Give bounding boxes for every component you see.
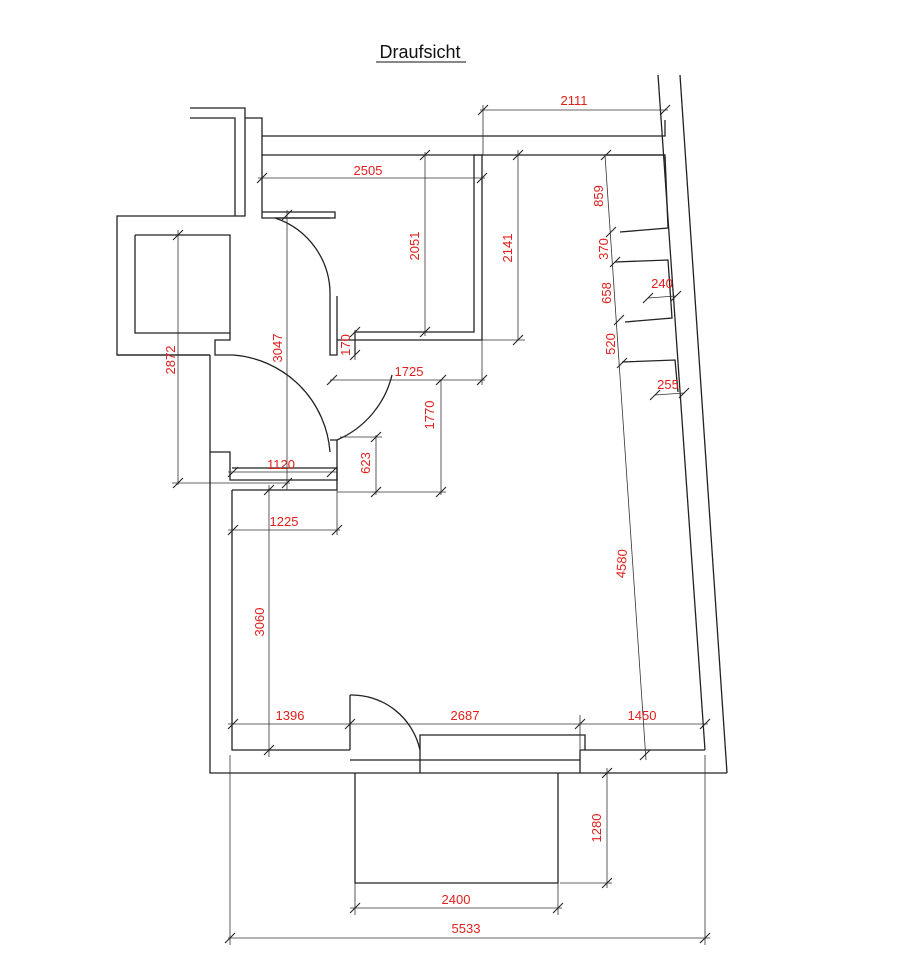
dim-1280: 1280 [589,814,604,843]
balcony [354,773,559,884]
dim-2687: 2687 [451,708,480,723]
wall-left-room-box [134,235,230,334]
dimension-labels: 2111 2505 2051 2141 859 370 240 658 520 … [163,93,679,936]
dim-658: 658 [599,282,614,304]
wall-window-sill [419,734,586,750]
dim-2141: 2141 [500,234,515,263]
dim-2051: 2051 [407,232,422,261]
recess-1 [605,154,669,233]
recess-3 [621,359,679,393]
dim-859: 859 [591,185,606,207]
wall-right-inner-slant [657,74,706,751]
wall-inner-left-lower [231,490,350,751]
dim-2505: 2505 [354,163,383,178]
dim-2111: 2111 [561,93,588,108]
dim-255: 255 [657,377,679,392]
wall-left-room-inner [135,234,233,356]
dim-2400: 2400 [442,892,471,907]
wall-door-jamb [329,296,338,356]
wall-stub-top [190,117,236,216]
dim-1120: 1120 [267,457,295,472]
wall-right-outer-slant [679,74,728,774]
door-swing-left [232,354,331,453]
dim-520: 520 [603,333,618,355]
walls [116,74,728,884]
wall-outer-left-lower [209,452,350,774]
dimension-lines [172,104,711,945]
dim-2872: 2872 [163,346,178,375]
plan-title: Draufsicht [379,42,460,62]
dim-1225: 1225 [270,514,299,529]
door-swing-top [274,217,331,297]
wall-top-outer [245,117,666,137]
door-swing-bottom [349,694,421,751]
dim-4580: 4580 [613,549,630,579]
wall-partition-top [261,155,336,219]
dim-370: 370 [596,238,611,260]
dim-1396: 1396 [276,708,305,723]
dim-170: 170 [338,334,353,356]
dim-1770: 1770 [422,401,437,430]
dim-3047: 3047 [270,334,285,363]
wall-corridor-jamb [330,439,338,480]
door-swing-corridor [336,374,393,441]
dim-1450: 1450 [628,708,657,723]
dim-3060: 3060 [252,608,267,637]
wall-top-inner [261,136,665,156]
dim-623: 623 [358,452,373,474]
doors [232,217,421,751]
dim-1725: 1725 [395,364,424,379]
dim-240: 240 [651,276,673,291]
recess-2 [614,259,673,323]
dim-5533: 5533 [452,921,481,936]
